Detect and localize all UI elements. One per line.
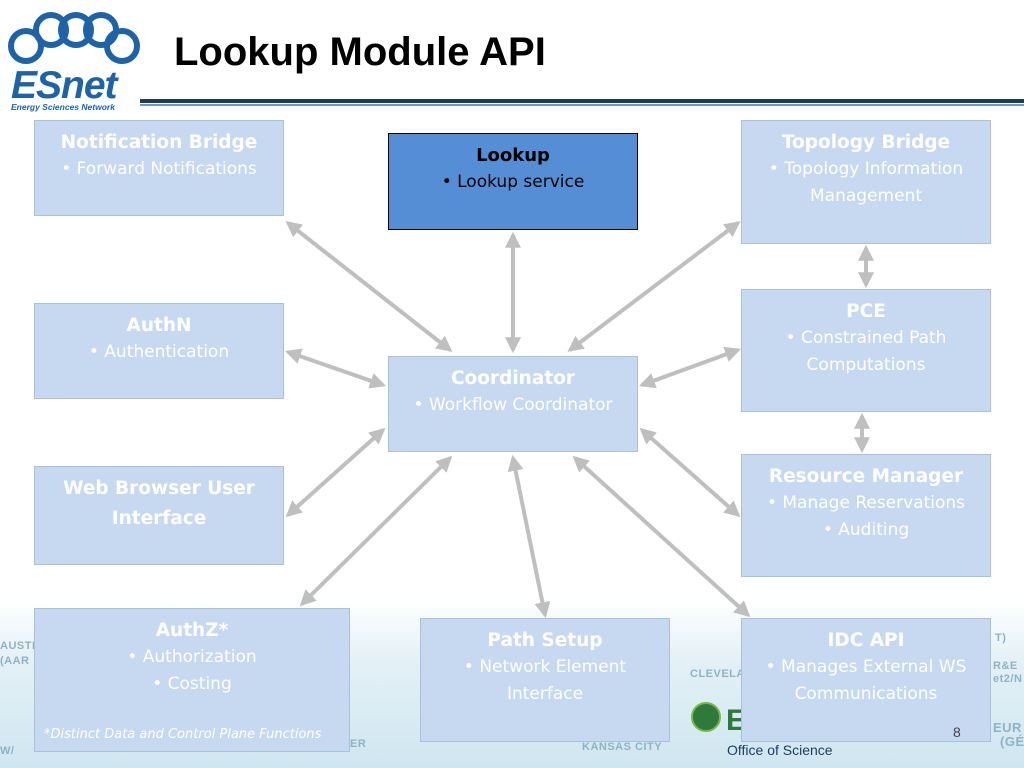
map-label: et2/N bbox=[993, 673, 1023, 685]
module-title: Notification Bridge bbox=[60, 132, 258, 153]
module-line: Computations bbox=[806, 355, 926, 375]
module-title: Web Browser User bbox=[63, 478, 255, 499]
coordinator-box: Coordinator • Workflow Coordinator bbox=[388, 356, 638, 452]
module-line: Interface bbox=[506, 684, 584, 704]
module-line: • Manages External WS bbox=[765, 657, 967, 677]
authn-box: AuthN • Authentication bbox=[34, 303, 284, 399]
module-line: Management bbox=[810, 186, 922, 206]
module-line: • Authorization bbox=[127, 647, 257, 667]
map-label: (GÉ bbox=[1000, 734, 1024, 749]
page-number: 8 bbox=[953, 724, 961, 740]
module-title: AuthZ* bbox=[155, 620, 229, 641]
module-title: Coordinator bbox=[450, 368, 576, 389]
module-line: • Topology Information bbox=[768, 159, 964, 179]
module-line: • Auditing bbox=[822, 520, 910, 540]
idc-api-box: IDC API • Manages External WS Communicat… bbox=[741, 618, 991, 742]
slide-title: Lookup Module API bbox=[174, 30, 546, 74]
notification-bridge-box: Notification Bridge • Forward Notificati… bbox=[34, 120, 284, 216]
module-title: Lookup bbox=[476, 145, 550, 166]
map-label: AUSTI bbox=[0, 640, 36, 652]
map-label: R&E bbox=[993, 660, 1018, 672]
map-label: KANSAS CITY bbox=[582, 741, 663, 753]
module-line: • Constrained Path bbox=[785, 328, 947, 348]
office-of-science-label: Office of Science bbox=[727, 742, 833, 758]
module-title: IDC API bbox=[827, 630, 905, 651]
module-title: Topology Bridge bbox=[781, 132, 951, 153]
arrow-authz-coordinator bbox=[299, 455, 453, 607]
title-rule-accent bbox=[140, 104, 1024, 106]
logo-tagline: Energy Sciences Network bbox=[11, 102, 115, 112]
authz-box: AuthZ* • Authorization • Costing bbox=[34, 608, 350, 752]
module-line: • Authentication bbox=[88, 342, 230, 362]
logo-wordmark: ESnet bbox=[11, 64, 118, 107]
arrow-idc-coordinator bbox=[572, 455, 751, 618]
arrow-webui-coordinator bbox=[285, 427, 386, 518]
module-line: • Manage Reservations bbox=[766, 493, 966, 513]
module-title-line2: Interface bbox=[111, 508, 207, 529]
module-line: • Network Element bbox=[463, 657, 627, 677]
doe-seal-icon bbox=[691, 702, 721, 732]
map-label: EUR bbox=[993, 720, 1022, 735]
arrow-pce-coordinator bbox=[638, 346, 742, 389]
module-title: AuthN bbox=[126, 315, 192, 336]
module-line: • Forward Notifications bbox=[61, 159, 257, 179]
module-title: Resource Manager bbox=[768, 466, 964, 487]
arrow-notification-coordinator bbox=[285, 221, 453, 352]
map-label: ER bbox=[350, 738, 367, 750]
module-line: Communications bbox=[794, 684, 938, 704]
title-rule bbox=[140, 99, 1024, 103]
map-label: W/ bbox=[0, 745, 15, 757]
path-setup-box: Path Setup • Network Element Interface bbox=[420, 618, 670, 742]
arrow-authn-coordinator bbox=[284, 348, 387, 389]
module-title: PCE bbox=[846, 301, 886, 322]
module-line: • Workflow Coordinator bbox=[413, 395, 613, 415]
arrow-pathsetup-coordinator bbox=[507, 454, 551, 619]
web-browser-ui-box: Web Browser User Interface bbox=[34, 466, 284, 565]
pce-box: PCE • Constrained Path Computations bbox=[741, 289, 991, 412]
esnet-logo: ESnet Energy Sciences Network bbox=[4, 6, 142, 112]
map-label: CLEVELA bbox=[690, 668, 745, 680]
map-label: T) bbox=[995, 632, 1007, 644]
map-label: (AAR bbox=[0, 655, 30, 667]
esnet-rings-logo-icon bbox=[8, 12, 140, 64]
module-line: • Costing bbox=[152, 674, 232, 694]
arrow-topology-coordinator bbox=[567, 221, 741, 352]
module-title: Path Setup bbox=[487, 630, 603, 651]
lookup-box: Lookup • Lookup service bbox=[388, 133, 638, 230]
arrow-resource-coordinator bbox=[639, 427, 741, 518]
module-line: • Lookup service bbox=[441, 172, 585, 192]
topology-bridge-box: Topology Bridge • Topology Information M… bbox=[741, 120, 991, 244]
resource-manager-box: Resource Manager • Manage Reservations •… bbox=[741, 454, 991, 577]
footnote: *Distinct Data and Control Plane Functio… bbox=[44, 727, 322, 742]
